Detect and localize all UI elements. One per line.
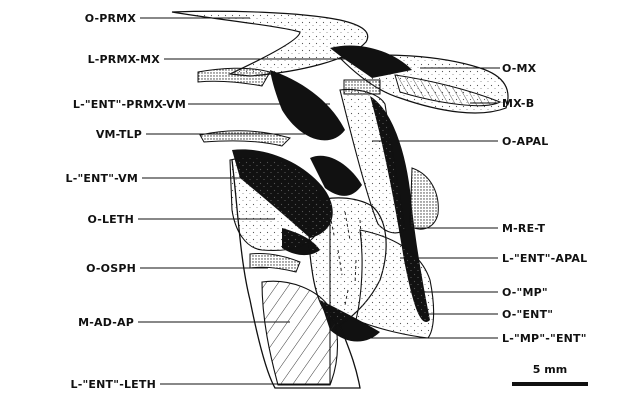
label-o-leth: O-LETH: [40, 213, 134, 226]
label-o-mp: O-"MP": [502, 286, 548, 299]
orbitosphenoid-strip: [250, 253, 300, 272]
vomer-premaxilla-strip: [198, 68, 270, 86]
apal-cap: [344, 80, 380, 94]
label-l-ent-prmx-vm: L-"ENT"-PRMX-VM: [4, 98, 186, 111]
label-l-ent-apal: L-"ENT"-APAL: [502, 252, 587, 265]
premaxilla-bone: [172, 11, 368, 76]
label-l-ent-leth: L-"ENT"-LETH: [10, 378, 156, 391]
scale-bar-label: 5 mm: [510, 363, 590, 376]
vomer-tooth-plate: [200, 131, 290, 146]
label-o-apal: O-APAL: [502, 135, 548, 148]
label-o-osph: O-OSPH: [40, 262, 136, 275]
mp-region: [356, 230, 434, 338]
label-o-mx: O-MX: [502, 62, 536, 75]
lateral-ethmoid: [230, 158, 322, 251]
label-l-prmx-mx: L-PRMX-MX: [20, 53, 160, 66]
label-vm-tlp: VM-TLP: [40, 128, 142, 141]
ligament-ent-prmx-vm: [270, 70, 345, 140]
label-mx-b: MX-B: [502, 97, 534, 110]
label-m-re-t: M-RE-T: [502, 222, 545, 235]
label-l-mp-ent: L-"MP"-"ENT": [502, 332, 587, 345]
label-m-ad-ap: M-AD-AP: [40, 316, 134, 329]
re-t-lobe: [410, 168, 438, 229]
label-o-ent: O-"ENT": [502, 308, 553, 321]
label-l-ent-vm: L-"ENT"-VM: [20, 172, 138, 185]
label-o-prmx: O-PRMX: [40, 12, 136, 25]
